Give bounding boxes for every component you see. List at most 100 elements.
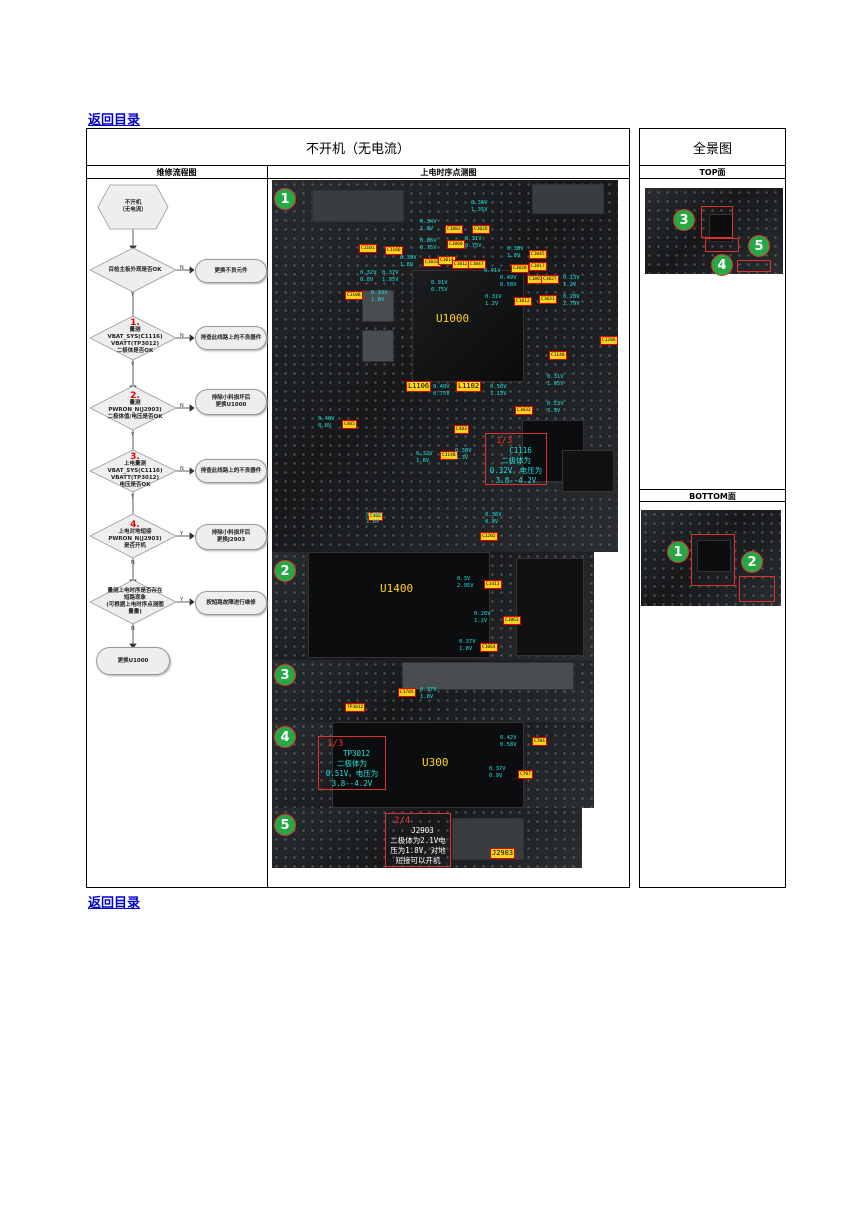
overview-marker-1: 1 [667, 541, 689, 563]
step-number: 1. [130, 317, 140, 328]
voltage-readout: 0.91V 0.75V [431, 280, 448, 293]
yes-label: Y [131, 362, 135, 368]
tag-c1064: C1064 [480, 643, 498, 652]
yes-label: Y [131, 494, 135, 500]
overview-marker-3: 3 [673, 209, 695, 231]
tag-c1705: C1705 [398, 688, 416, 697]
voltage-readout: 0.31V 1.2V [485, 294, 502, 307]
flowchart-connectors [89, 184, 195, 649]
overview-marker-4: 4 [711, 254, 733, 276]
tag-tp3012: TP3012 [345, 703, 366, 712]
note-text: C1116 二极体为 0.32V，电压为 3.8--4.2V [489, 446, 543, 485]
flow-start-shape [97, 184, 169, 230]
flow-action-1: 排查此线路上的不良器件 [195, 326, 267, 350]
tag-c1286: C1286 [600, 336, 618, 345]
voltage-readout: 0.37V 1.8V [459, 639, 476, 652]
note-text: TP3012 二极体为 0.51V，电压为 3.8--4.2V [325, 749, 379, 788]
no-label: N [180, 403, 184, 409]
tag-c707: C707 [518, 770, 533, 779]
flow-start: 不开机 （无电流） [119, 200, 147, 213]
note-text: J2903 二极体为2.1V电 压为1.8V，对地 短接可以开机 [390, 826, 446, 865]
voltage-readout: 0.86V 0.75V [420, 238, 437, 251]
voltage-readout: 0.36V 1.35V [471, 200, 488, 213]
section-marker-5: 5 [274, 814, 296, 836]
no-label: N [180, 466, 184, 472]
flow-header: 维修流程图 [156, 168, 197, 177]
voltage-readout: 0.3V 2.95V [457, 576, 474, 589]
voltage-readout: 0.40V 0.8V [318, 416, 335, 429]
voltage-readout: 0.38V 1.8V [507, 246, 524, 259]
flow-decision-shape [89, 579, 177, 625]
divider [86, 178, 630, 179]
overview-marker-5: 5 [748, 235, 770, 257]
voltage-readout: 0.33V 1.8V [371, 290, 388, 303]
overview-title: 全景图 [692, 142, 732, 157]
overview-table [639, 128, 786, 888]
flow-end: 更换U1000 [96, 647, 170, 675]
yes-label: Y [131, 432, 135, 438]
flow-question-5: 量测上电时序是否存在 短路现象 (可根据上电时序点测图 量量) [106, 588, 164, 615]
overview-marker-2: 2 [741, 551, 763, 573]
yes-label: Y [180, 531, 184, 537]
top-side-label: TOP面 [699, 168, 726, 177]
voltage-readout: 0.31V 1.95V [547, 374, 564, 387]
flow-action-4: 排除小料损坏后 更换J2903 [195, 524, 267, 550]
chip-u1400-label: U1400 [380, 582, 414, 595]
back-to-index-link-top[interactable]: 返回目录 [88, 113, 141, 128]
voltage-readout: 0.91V [484, 268, 501, 274]
note-step: 1/3 [496, 436, 513, 446]
timing-header: 上电时序点测图 [420, 168, 477, 177]
step-text: 上电对地短接 PWRON_N(J2903) 是否开机 [108, 529, 162, 549]
flow-action-5: 按短路故障进行维修 [195, 591, 267, 615]
step-text: 量测 VBAT_SYS(C1116) VBATT(TP3012) 二极体是否OK [107, 326, 163, 354]
voltage-readout: 0.37V 1.95V [382, 270, 399, 283]
flow-decision-shape [89, 385, 177, 431]
flow-question-1: 1. 量测 VBAT_SYS(C1116) VBATT(TP3012) 二极体是… [90, 318, 180, 356]
voltage-readout: 0.36V 1.8V [366, 512, 383, 525]
voltage-readout: 0.50V 1.13V [490, 384, 507, 397]
tag-c1140: C1140 [549, 351, 567, 360]
flow-question-2: 2. 量测 PWRON_N(J2903) 二极体值/电压是否OK [90, 388, 180, 426]
tag-c1101: C1101 [359, 244, 377, 253]
tag-c1047: C1047 [468, 260, 486, 269]
tag-c1045: C1045 [529, 250, 547, 259]
voltage-readout: 0.28V 1.2V [474, 611, 491, 624]
tag-l1106: L1106 [406, 381, 432, 392]
tag-c1166: C1166 [385, 246, 403, 255]
no-label: N [180, 265, 184, 271]
voltage-readout: 0.38V 3.3V [455, 448, 472, 461]
yes-label: Y [131, 292, 135, 298]
tag-c1017: C1017 [529, 262, 547, 271]
voltage-readout: 0.32V 1.8V [416, 451, 433, 464]
step-text: 量测 PWRON_N(J2903) 二极体值/电压是否OK [107, 400, 163, 420]
flow-question-3: 3. 上电量测 VBAT_SYS(C1116) VBATT(TP3012) 电压… [90, 452, 180, 490]
section-marker-2: 2 [274, 560, 296, 582]
bottom-side-label: BOTTOM面 [689, 492, 736, 501]
step-text: 上电量测 VBAT_SYS(C1116) VBATT(TP3012) 电压是否O… [107, 460, 163, 488]
flow-decision-shape [89, 315, 177, 361]
flow-question-visual-check: 目检主板外观是否OK [108, 266, 162, 273]
voltage-readout: 0.49V 0.58V [500, 275, 517, 288]
voltage-readout: 0.32V 0.8V [360, 270, 377, 283]
section-marker-4: 4 [274, 726, 296, 748]
chip-u1000-label: U1000 [436, 312, 470, 325]
tag-c1060: C1060 [447, 240, 465, 249]
tag-c1020: C1020 [511, 264, 529, 273]
back-to-index-link-bottom[interactable]: 返回目录 [88, 896, 141, 911]
step-number: 4. [130, 520, 140, 530]
board-photo-section-1 [272, 180, 618, 552]
tag-c1148: C1148 [440, 451, 458, 460]
voltage-readout: 0.39V 1.8V [400, 255, 417, 268]
voltage-readout: 0.53V 3.3V [547, 401, 564, 414]
tag-c403: C403 [454, 425, 469, 434]
flow-decision-shape [89, 247, 177, 293]
tag-c405: C405 [342, 420, 357, 429]
flow-action-3: 排查此线路上的不良器件 [195, 459, 267, 483]
flow-decision-shape [89, 513, 177, 559]
divider [86, 165, 630, 166]
note-step: 1/3 [327, 739, 344, 749]
tag-c1108: C1108 [345, 291, 363, 300]
chip-u300-label: U300 [422, 756, 449, 769]
